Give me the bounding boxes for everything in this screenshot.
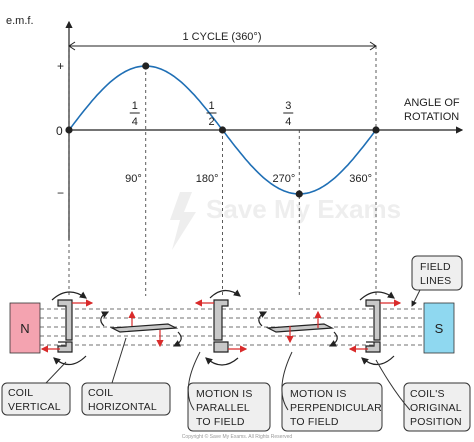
callout-perpendicular-line2: PERPENDICULAR	[290, 402, 382, 414]
fraction-denominator-90: 4	[132, 116, 138, 128]
degree-labels: 90° 180° 270° 360°	[125, 173, 372, 185]
field-lines-line2: LINES	[420, 275, 451, 287]
callout-coil-horizontal-box	[81, 382, 171, 416]
coil-horizontal-1	[100, 310, 182, 348]
field-lines-callout-box	[411, 255, 463, 291]
callout-parallel-box	[187, 382, 271, 432]
callout-coil-vertical-pointer	[45, 361, 67, 384]
watermark-text: Save My Exams	[206, 194, 401, 224]
callout-coil-horizontal-pointer	[111, 337, 127, 384]
callout-coil-vertical-box	[1, 382, 71, 416]
degree-label-180: 180°	[196, 173, 219, 185]
x-axis-label-line1: ANGLE OF	[404, 97, 460, 109]
fraction-numerator-90: 1	[132, 100, 138, 112]
callout-parallel-line3: TO FIELD	[196, 416, 245, 428]
y-zero-label: 0	[56, 124, 63, 138]
callout-original-line1: COIL'S	[410, 388, 445, 400]
y-minus-label: −	[57, 186, 64, 200]
degree-label-270: 270°	[272, 173, 295, 185]
y-axis-label: e.m.f.	[6, 15, 34, 27]
fraction-label-90: 14	[129, 100, 140, 128]
curve-point-270	[295, 190, 303, 198]
callout-original-line3: POSITION	[410, 416, 462, 428]
callout-original-line2: ORIGINAL	[410, 402, 462, 414]
field-lines	[40, 308, 422, 346]
curve-point-360	[372, 126, 380, 134]
callout-coil-vertical-line2: VERTICAL	[8, 401, 61, 413]
x-axis-label-line2: ROTATION	[404, 111, 459, 123]
callout-original-pointer	[375, 359, 411, 411]
graph-axes: e.m.f. + 0 − ANGLE OF ROTATION	[6, 15, 464, 240]
copyright-text: Copyright © Save My Exams. All Rights Re…	[182, 433, 293, 440]
north-magnet	[9, 302, 41, 354]
fraction-denominator-180: 2	[208, 116, 214, 128]
callout-coil-horizontal-line1: COIL	[88, 387, 113, 399]
coils	[40, 289, 402, 366]
watermark: Save My Exams	[170, 192, 401, 250]
callout-coil-horizontal-line2: HORIZONTAL	[88, 401, 157, 413]
coil-vertical-3	[348, 291, 402, 366]
degree-label-90: 90°	[125, 173, 142, 185]
coil-horizontal-2	[258, 310, 338, 347]
fraction-label-270: 34	[283, 100, 294, 128]
callout-perpendicular-pointer	[281, 351, 293, 411]
callout-perpendicular-line3: TO FIELD	[290, 416, 339, 428]
curve-point-90	[142, 62, 150, 70]
bolt-logo-icon	[170, 192, 196, 250]
field-lines-callout: FIELD LINES	[411, 255, 463, 307]
magnetic-field: N S	[9, 302, 455, 354]
cycle-label: 1 CYCLE (360°)	[183, 31, 262, 43]
field-lines-pointer	[411, 289, 421, 307]
curve-point-180	[218, 126, 227, 134]
field-lines-line1: FIELD	[420, 261, 451, 273]
south-magnet	[423, 302, 455, 354]
fraction-numerator-180: 1	[208, 100, 214, 112]
fraction-numerator-270: 3	[285, 100, 291, 112]
coil-vertical-1	[40, 291, 94, 366]
cycle-bracket: 1 CYCLE (360°)	[68, 31, 377, 51]
callout-perpendicular-line1: MOTION IS	[290, 388, 347, 400]
north-magnet-label: N	[20, 321, 29, 336]
fraction-denominator-270: 4	[285, 116, 291, 128]
fraction-label-180: 12	[206, 100, 217, 128]
callout-original-box	[403, 382, 471, 432]
bottom-callouts: COIL VERTICAL COIL HORIZONTAL MOTION IS …	[1, 337, 471, 432]
curve-point-0	[65, 126, 73, 134]
y-plus-label: +	[57, 59, 64, 73]
south-magnet-label: S	[435, 321, 444, 336]
coil-vertical-2	[194, 289, 248, 366]
callout-parallel-line1: MOTION IS	[196, 388, 253, 400]
dashed-guides	[68, 46, 377, 296]
callout-coil-vertical-line1: COIL	[8, 387, 33, 399]
callout-perpendicular-box	[281, 382, 383, 432]
callout-parallel-pointer	[187, 351, 201, 411]
callout-parallel-line2: PARALLEL	[196, 402, 250, 414]
degree-label-360: 360°	[349, 173, 372, 185]
emf-points	[65, 62, 380, 198]
